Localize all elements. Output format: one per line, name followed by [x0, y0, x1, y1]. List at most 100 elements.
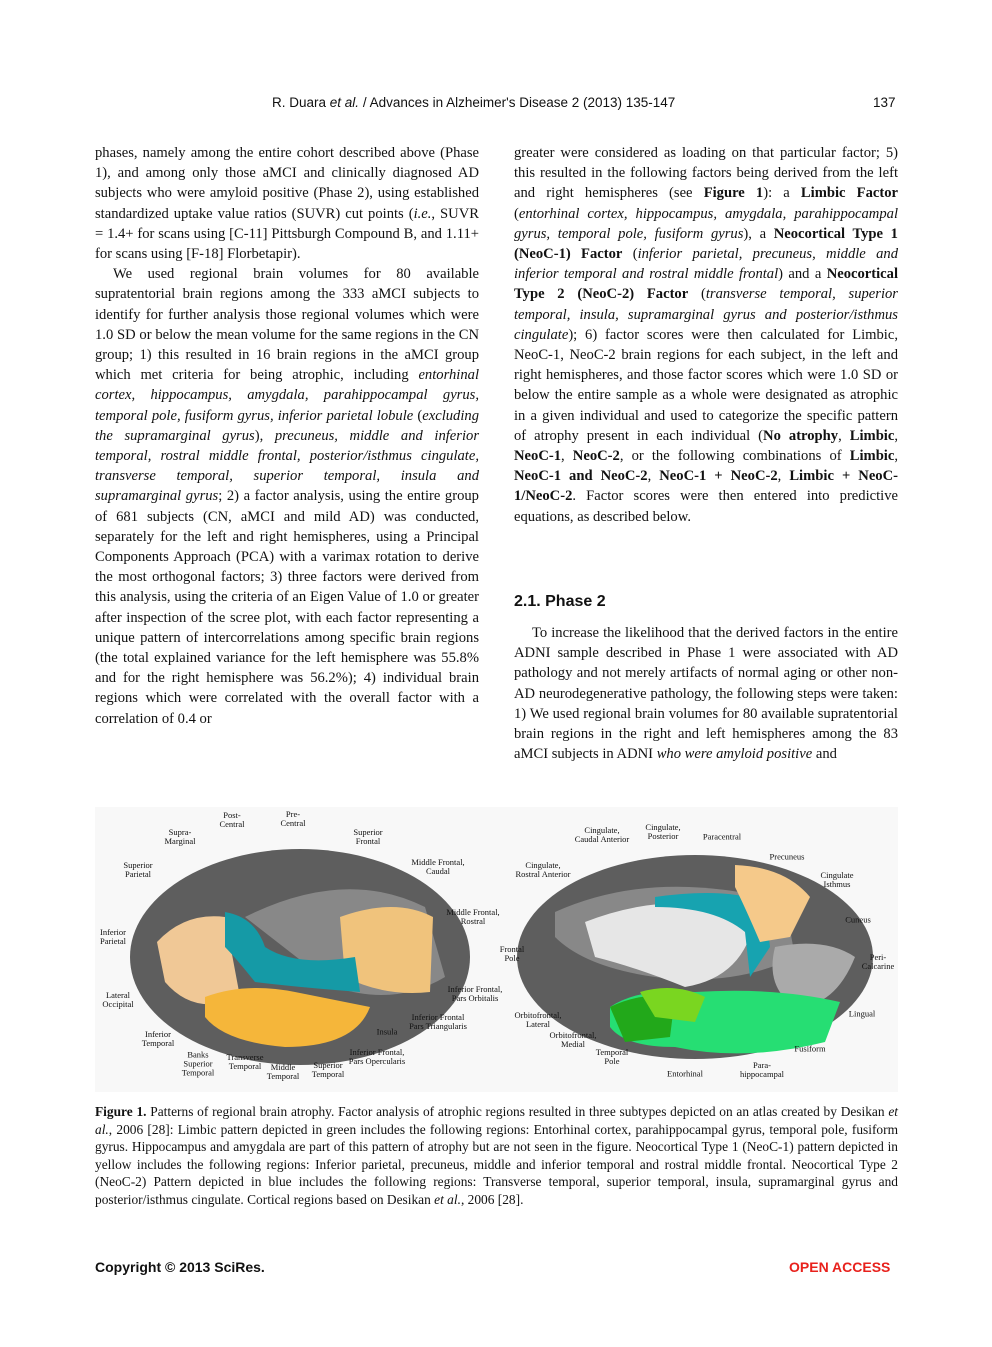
- text-run: (: [413, 407, 423, 424]
- corpus-callosum: [585, 903, 755, 987]
- posterior-cingulate-region: [655, 893, 770, 977]
- text-run: , 2006 [28]: Limbic pattern depicted in …: [95, 1121, 898, 1207]
- text-run: NeoC-1 + NeoC-2: [659, 468, 778, 485]
- paragraph: phases, namely among the entire cohort d…: [95, 143, 479, 264]
- region-label: Cingulate Isthmus: [820, 870, 854, 889]
- region-label: Cuneus: [845, 914, 871, 925]
- text-run: ): a: [763, 185, 801, 202]
- region-label: Inferior Frontal, Pars Opercularis: [348, 1047, 406, 1066]
- paragraph: We used regional brain volumes for 80 av…: [95, 264, 479, 729]
- text-run: excluding the supramarginal gyrus: [95, 407, 479, 444]
- text-run: ); 6) factor scores were then calculated…: [514, 326, 898, 444]
- header-authors: R. Duara: [272, 95, 330, 110]
- region-label: Middle Temporal: [266, 1062, 300, 1081]
- text-run: i.e.: [413, 205, 432, 222]
- text-run: Limbic: [849, 427, 895, 444]
- text-run: ,: [894, 448, 898, 465]
- region-label: Superior Frontal: [353, 827, 383, 846]
- text-run: ,: [561, 448, 573, 465]
- column-left: phases, namely among the entire cohort d…: [95, 143, 479, 729]
- region-label: Transverse Temporal: [226, 1052, 264, 1071]
- brain-illustration: [130, 849, 873, 1065]
- text-run: entorhinal cortex, hippocampus, amygdala…: [95, 367, 479, 424]
- text-run: ,: [838, 427, 850, 444]
- text-run: NeoC-1 and NeoC-2: [514, 468, 648, 485]
- lingual-region: [772, 943, 855, 1007]
- text-run: To increase the likelihood that the deri…: [514, 625, 898, 763]
- region-label: Cingulate, Posterior: [645, 822, 681, 841]
- text-run: inferior parietal, precuneus, middle and…: [514, 246, 898, 283]
- column-right: greater were considered as loading on th…: [514, 143, 898, 527]
- region-label: Precuneus: [769, 851, 805, 862]
- region-label: Middle Frontal, Caudal: [411, 857, 465, 876]
- copyright: Copyright © 2013 SciRes.: [95, 1259, 265, 1275]
- text-run: Limbic + NeoC-1/NeoC-2: [514, 468, 898, 505]
- text-run: and: [812, 746, 837, 763]
- region-label: Post- Central: [219, 810, 245, 829]
- region-label: Orbitofrontal, Lateral: [514, 1010, 562, 1029]
- text-run: who were amyloid positive: [656, 746, 813, 763]
- text-run: transverse temporal, superior temporal, …: [514, 286, 898, 343]
- region-label: Para- hippocampal: [740, 1060, 784, 1079]
- region-label: Inferior Frontal Pars Triangularis: [409, 1012, 467, 1031]
- text-run: et al.: [95, 1104, 898, 1137]
- column-right-section: To increase the likelihood that the deri…: [514, 623, 898, 764]
- text-run: entorhinal cortex, hippocampus, amygdala…: [514, 205, 898, 242]
- text-run: , or the following combinations of: [619, 448, 850, 465]
- text-run: . Factor scores were then entered into p…: [514, 488, 898, 525]
- region-label: Supra- Marginal: [164, 827, 196, 846]
- region-label: Pre- Central: [280, 809, 306, 828]
- section-heading: 2.1. Phase 2: [514, 593, 606, 610]
- text-run: , 2006 [28].: [460, 1191, 524, 1207]
- text-run: No atrophy: [763, 427, 839, 444]
- rostral-middle-frontal-region: [340, 907, 433, 993]
- paragraph: To increase the likelihood that the deri…: [514, 623, 898, 764]
- region-label: Entorhinal: [667, 1068, 703, 1079]
- region-label: Superior Temporal: [311, 1060, 345, 1079]
- text-run: Patterns of regional brain atrophy. Fact…: [146, 1104, 889, 1119]
- header-etal: et al.: [329, 95, 360, 110]
- region-label: Lingual: [848, 1008, 876, 1019]
- text-run: phases, namely among the entire cohort d…: [95, 145, 479, 222]
- text-run: ,: [647, 468, 660, 485]
- text-run: NeoC-1: [514, 448, 562, 465]
- text-run: Limbic: [849, 448, 895, 465]
- text-run: ),: [254, 427, 275, 444]
- inferior-parietal-region: [157, 916, 240, 1005]
- text-run: , SUVR = 1.4+ for scans using [C-11] Pit…: [95, 205, 479, 263]
- open-access-badge[interactable]: OPEN ACCESS: [789, 1259, 891, 1275]
- running-header: R. Duara et al. / Advances in Alzheimer'…: [272, 95, 675, 110]
- region-label: Orbitofrontal, Medial: [549, 1030, 597, 1049]
- region-label: Middle Frontal, Rostral: [446, 907, 500, 926]
- text-run: (: [514, 205, 519, 222]
- region-label: Inferior Frontal, Pars Orbitalis: [447, 984, 503, 1003]
- text-run: ,: [894, 427, 898, 444]
- text-run: precuneus, middle and inferior temporal,…: [95, 427, 479, 505]
- region-label: Cingulate, Rostral Anterior: [515, 860, 571, 879]
- figure-caption: Figure 1. Patterns of regional brain atr…: [95, 1103, 898, 1208]
- text-run: et al.: [434, 1191, 461, 1207]
- text-run: We used regional brain volumes for 80 av…: [95, 266, 479, 384]
- text-run: ), a: [743, 225, 774, 242]
- region-label: Peri- Calcarine: [861, 952, 895, 971]
- region-label: Superior Parietal: [123, 860, 153, 879]
- text-run: Neocortical Type 1 (NeoC-1) Factor: [514, 225, 898, 263]
- region-label: Banks Superior Temporal: [181, 1049, 215, 1078]
- entorhinal-region: [640, 988, 705, 1022]
- region-label: Lateral Occipital: [102, 990, 134, 1009]
- text-run: Figure 1.: [95, 1104, 147, 1119]
- region-label: Cingulate, Caudal Anterior: [574, 825, 630, 844]
- text-run: ,: [777, 468, 790, 485]
- header-journal: / Advances in Alzheimer's Disease 2 (201…: [359, 95, 676, 110]
- page-number: 137: [873, 95, 896, 110]
- region-label: Fusiform: [794, 1043, 826, 1054]
- region-label: Temporal Pole: [595, 1047, 629, 1066]
- region-label: Frontal Pole: [499, 944, 525, 963]
- region-label: Insula: [376, 1026, 398, 1037]
- text-run: (: [622, 246, 638, 263]
- region-label: Paracentral: [702, 831, 742, 842]
- precuneus-region: [735, 865, 810, 942]
- supramarginal-superior-temporal-region: [225, 912, 360, 992]
